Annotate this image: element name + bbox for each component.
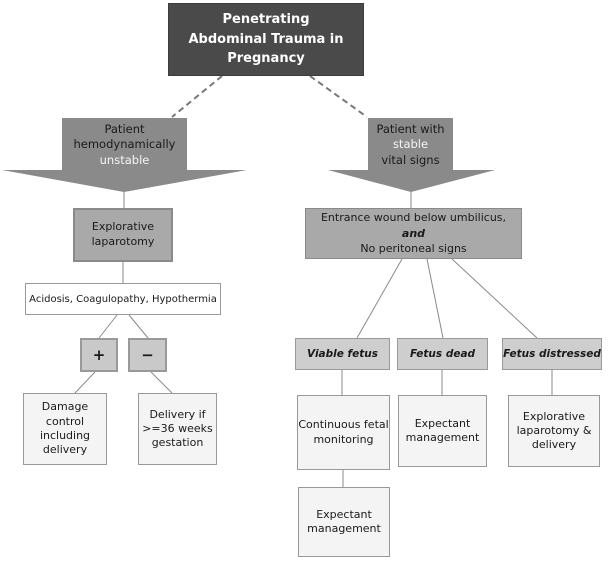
delivery-36-weeks-box: Delivery if >=36 weeks gestation [138, 393, 217, 465]
fetus-distressed-box: Fetus distressed [502, 338, 602, 370]
acidosis-criteria-text: Acidosis, Coagulopathy, Hypothermia [29, 293, 217, 305]
arrow-line: vital signs [381, 152, 440, 167]
connector [426, 258, 444, 339]
viable-fetus-box: Viable fetus [295, 338, 390, 370]
arrow-line: Patient with [376, 121, 445, 136]
dashed-connector-left [171, 75, 223, 118]
connector [451, 258, 538, 339]
minus-sign: − [141, 346, 154, 364]
connector [356, 258, 403, 339]
unstable-arrow-label: Patient hemodynamically unstable [62, 120, 187, 170]
fetus-dead-text: Fetus dead [409, 348, 476, 360]
explorative-laparotomy-text: Explorative laparotomy [91, 220, 155, 248]
expectant-management-text: Expectant management [405, 416, 480, 444]
expectant-management-box-viable: Expectant management [298, 487, 390, 557]
entrance-wound-box: Entrance wound below umbilicus, and No p… [305, 208, 522, 259]
arrow-line-emphasis: stable [392, 137, 429, 152]
connector [128, 314, 149, 339]
stable-arrow-shape [328, 118, 495, 192]
arrow-line: Patient [104, 121, 145, 136]
connector [98, 314, 118, 339]
delivery-36-weeks-text: Delivery if >=36 weeks gestation [142, 407, 213, 450]
entrance-wound-and: and [401, 226, 426, 240]
viable-fetus-text: Viable fetus [307, 348, 378, 360]
continuous-fetal-monitoring-box: Continuous fetal monitoring [297, 395, 390, 470]
connector [150, 371, 173, 394]
explorative-laparotomy-delivery-text: Explorative laparotomy & delivery [516, 409, 592, 452]
unstable-arrow-shape [2, 118, 247, 192]
entrance-wound-line3: No peritoneal signs [360, 242, 467, 256]
arrow-line: hemodynamically [73, 137, 176, 152]
entrance-wound-line1: Entrance wound below umbilicus, [320, 211, 507, 225]
dashed-connector-right [309, 75, 368, 118]
damage-control-text: Damage control including delivery [39, 400, 91, 457]
explorative-laparotomy-box: Explorative laparotomy [73, 208, 173, 262]
explorative-laparotomy-delivery-box: Explorative laparotomy & delivery [508, 395, 600, 467]
damage-control-box: Damage control including delivery [23, 393, 107, 465]
fetus-dead-box: Fetus dead [397, 338, 488, 370]
plus-box: + [80, 338, 118, 372]
plus-sign: + [92, 346, 106, 364]
arrow-line-emphasis: unstable [99, 152, 150, 167]
expectant-management-box-dead: Expectant management [398, 395, 487, 467]
connector [74, 371, 96, 394]
minus-box: − [128, 338, 167, 372]
title-box: Penetrating Abdominal Trauma in Pregnanc… [168, 3, 364, 76]
expectant-management-text: Expectant management [307, 507, 381, 535]
stable-arrow-label: Patient with stable vital signs [368, 120, 453, 170]
fetus-distressed-text: Fetus distressed [503, 348, 601, 360]
continuous-fetal-monitoring-text: Continuous fetal monitoring [298, 418, 389, 446]
acidosis-criteria-box: Acidosis, Coagulopathy, Hypothermia [25, 283, 221, 315]
title-text: Penetrating Abdominal Trauma in Pregnanc… [188, 12, 344, 67]
